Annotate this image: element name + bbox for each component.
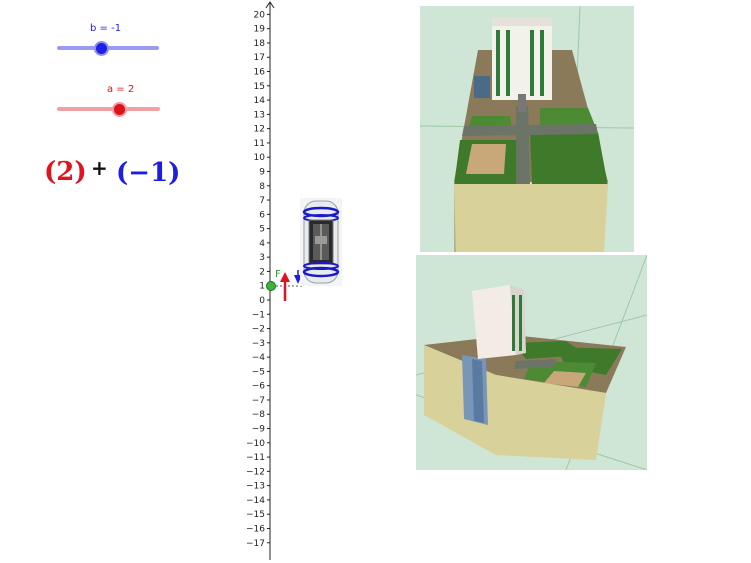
axis-tick-label: −9 xyxy=(252,425,266,435)
axis-tick-label: 19 xyxy=(254,25,266,35)
axis-tick-label: 20 xyxy=(254,10,266,20)
expression-right-term: (−1) xyxy=(116,158,181,188)
elevator-cabin-icon[interactable] xyxy=(300,198,342,286)
point-f[interactable] xyxy=(266,281,276,291)
axis-tick-label: −8 xyxy=(252,410,266,420)
axis-tick-label: 8 xyxy=(259,182,265,192)
axis-tick-label: 13 xyxy=(254,110,265,120)
axis-tick-label: −5 xyxy=(252,367,265,377)
axis-tick-label: −2 xyxy=(252,325,265,335)
axis-tick-label: −12 xyxy=(246,467,265,477)
axis-tick-label: 14 xyxy=(254,96,266,106)
axis-arrowhead-icon xyxy=(265,1,275,9)
axis-tick-label: 2 xyxy=(259,267,265,277)
axis-tick-label: 4 xyxy=(259,239,265,249)
axis-tick-label: −4 xyxy=(252,353,266,363)
axis-tick-label: 3 xyxy=(259,253,265,263)
axis-tick-label: 15 xyxy=(254,82,265,92)
axis-tick-label: −3 xyxy=(252,339,265,349)
axis-tick-label: 18 xyxy=(254,39,266,49)
point-f-label: F xyxy=(275,269,281,280)
axis-tick-label: −17 xyxy=(246,539,265,549)
up-arrow-icon xyxy=(280,272,290,301)
axis-tick-label: 0 xyxy=(259,296,265,306)
building-view-top xyxy=(420,6,634,252)
slider-a-knob[interactable] xyxy=(112,102,127,117)
slider-a-track[interactable] xyxy=(57,107,160,111)
axis-tick-label: −15 xyxy=(246,510,265,520)
axis-tick-label: 11 xyxy=(254,139,265,149)
slider-b-label: b = -1 xyxy=(90,23,122,34)
axis-tick-label: −14 xyxy=(246,496,265,506)
axis-tick-label: 6 xyxy=(259,210,265,220)
axis-tick-label: −6 xyxy=(252,382,266,392)
axis-tick-label: −11 xyxy=(246,453,265,463)
slider-b-knob[interactable] xyxy=(94,41,109,56)
axis-ticks: 20191817161514131211109876543210−1−2−3−4… xyxy=(246,10,270,549)
axis-tick-label: −16 xyxy=(246,524,265,534)
axis-tick-label: 9 xyxy=(259,167,265,177)
axis-tick-label: 17 xyxy=(254,53,265,63)
expression-operator: + xyxy=(91,156,108,180)
axis-tick-label: 12 xyxy=(254,125,265,135)
expression-left-term: (2) xyxy=(44,157,87,187)
axis-tick-label: 1 xyxy=(259,282,265,292)
building-view-angled xyxy=(416,255,647,470)
axis-tick-label: −10 xyxy=(246,439,265,449)
axis-tick-label: −7 xyxy=(252,396,265,406)
slider-a-label: a = 2 xyxy=(107,84,135,95)
axis-tick-label: −13 xyxy=(246,482,265,492)
axis-tick-label: −1 xyxy=(252,310,265,320)
axis-tick-label: 7 xyxy=(259,196,265,206)
axis-tick-label: 10 xyxy=(254,153,266,163)
axis-tick-label: 16 xyxy=(254,68,266,78)
axis-tick-label: 5 xyxy=(259,225,265,235)
